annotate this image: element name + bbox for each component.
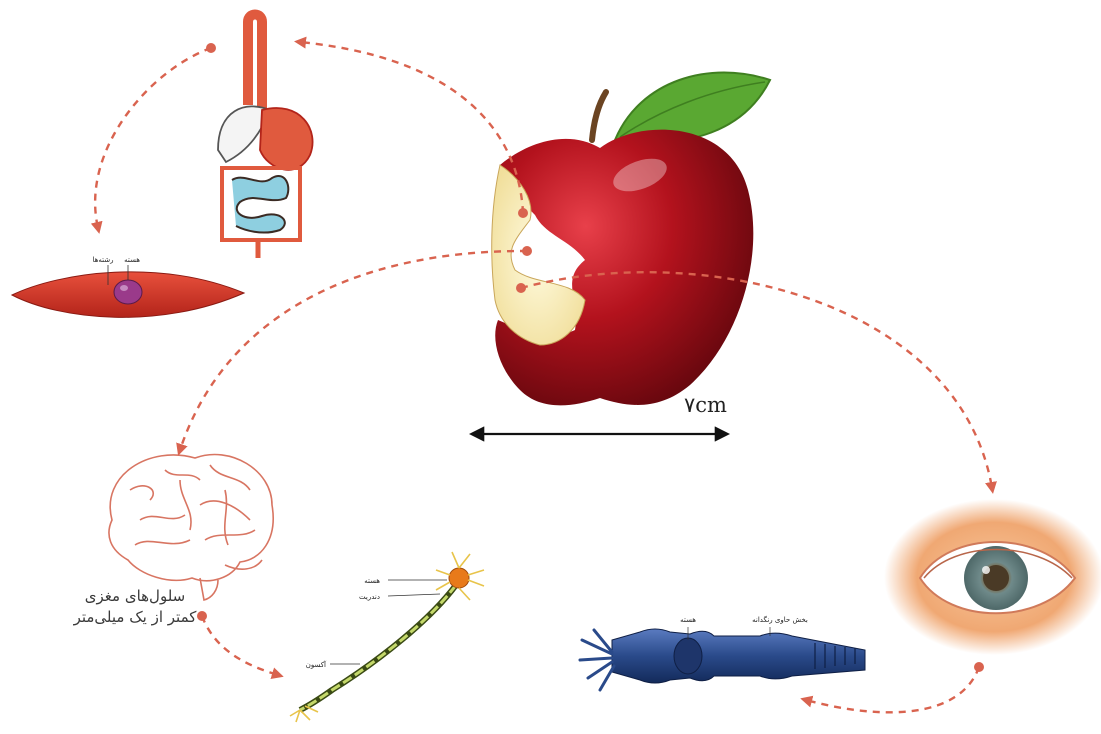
- measurement-arrow: ۷cm: [472, 393, 727, 434]
- rod-cell-icon: هسته بخش حاوی رنگدانه: [580, 615, 865, 690]
- brain-caption-line1: سلول‌های مغزی: [40, 586, 230, 607]
- small-intestine: [232, 176, 288, 233]
- arrow-digestive-to-muscle: [95, 48, 211, 228]
- muscle-cell-nucleus: [114, 280, 142, 304]
- digestive-system-icon: [218, 15, 313, 259]
- brain-cell-caption: سلول‌های مغزی کمتر از یک میلی‌متر: [40, 586, 230, 628]
- arrow-apple-to-digestive: [300, 42, 523, 213]
- rod-label-nucleus: هسته: [680, 616, 696, 624]
- apple-stem: [592, 92, 606, 140]
- eye-icon: [884, 499, 1101, 655]
- muscle-cell-icon: هسته رشته‌ها: [12, 256, 244, 317]
- neuron-label-axon: آکسون: [306, 660, 327, 669]
- stomach: [260, 108, 313, 170]
- neuron-icon: هسته دندریت آکسون: [290, 552, 484, 722]
- rod-label-pigment: بخش حاوی رنگدانه: [752, 615, 808, 624]
- measurement-label: ۷cm: [684, 393, 727, 417]
- muscle-label-fibers: رشته‌ها: [93, 256, 114, 264]
- neuron-label-dendrite: دندریت: [359, 593, 380, 601]
- rod-cell-nucleus: [674, 638, 702, 674]
- apple-image: [492, 73, 770, 406]
- neuron-axon: [300, 585, 456, 710]
- neuron-label-nucleus: هسته: [364, 577, 380, 585]
- arrow-eye-to-rod: [806, 667, 979, 712]
- esophagus: [248, 15, 262, 111]
- brain-caption-line2: کمتر از یک میلی‌متر: [40, 607, 230, 628]
- brain-icon: [109, 455, 273, 600]
- muscle-label-nucleus: هسته: [124, 256, 140, 264]
- neuron-body: [449, 568, 469, 588]
- arrow-apple-to-brain: [180, 251, 527, 450]
